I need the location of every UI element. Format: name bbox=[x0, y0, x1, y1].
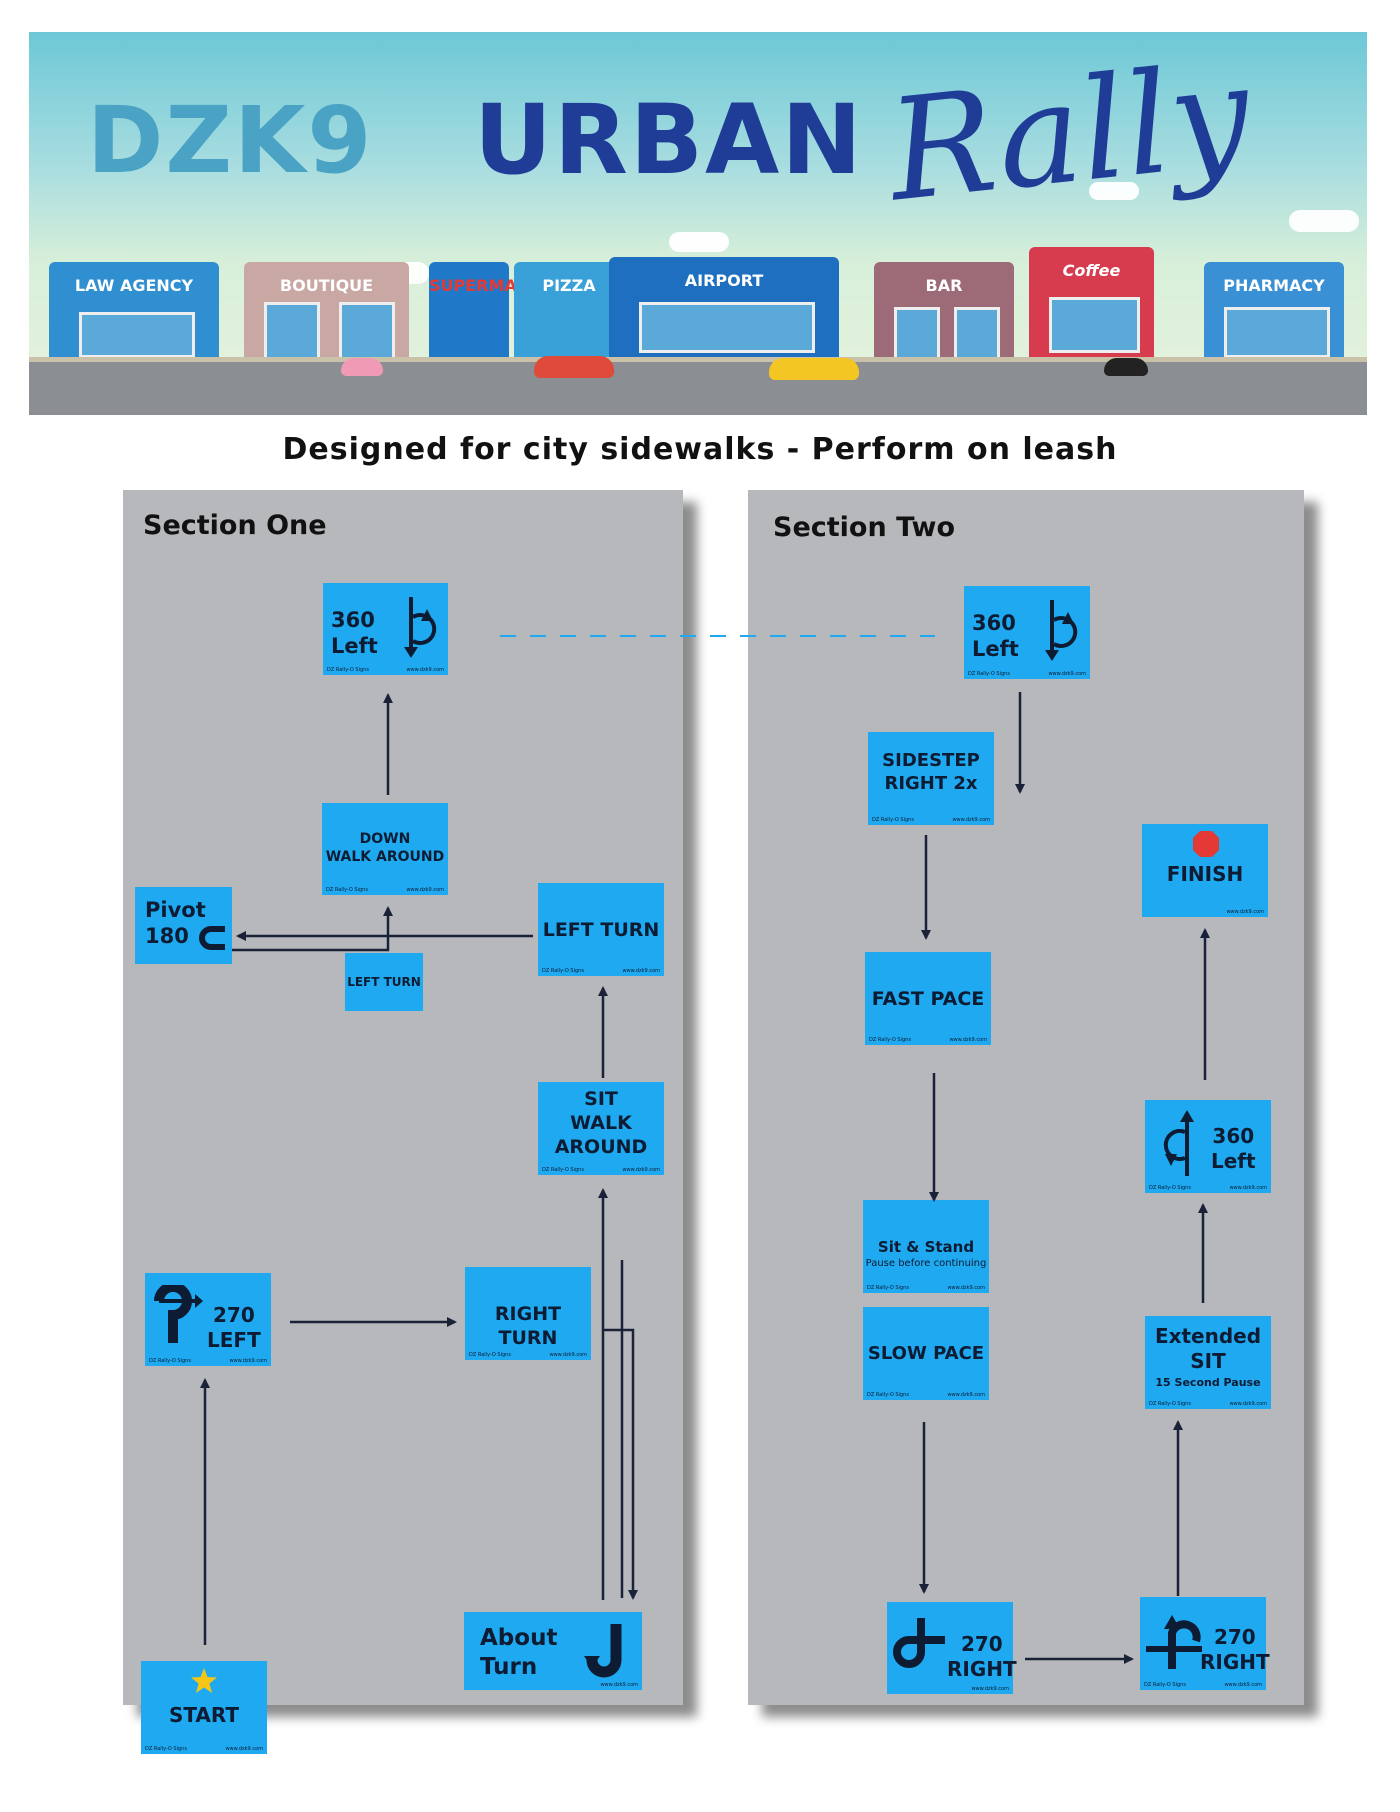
cloud-decoration bbox=[1089, 182, 1139, 200]
arrow-right-turn-to-about bbox=[603, 1328, 638, 1600]
cloud-decoration bbox=[669, 232, 729, 252]
brand-title: DZK9 bbox=[87, 87, 374, 194]
turn-270-right-icon bbox=[1146, 1615, 1202, 1669]
motorbike bbox=[1104, 358, 1148, 376]
section-one-title: Section One bbox=[143, 510, 327, 541]
star-icon bbox=[191, 1668, 217, 1693]
subtitle: Designed for city sidewalks - Perform on… bbox=[282, 432, 1118, 467]
cloud-decoration bbox=[1289, 210, 1359, 232]
sign-left-turn-small: LEFT TURN bbox=[345, 953, 423, 1011]
arrow-pivot-to-down bbox=[232, 906, 393, 952]
shop-pizza: PIZZA bbox=[514, 262, 624, 362]
shop-pharmacy: PHARMACY bbox=[1204, 262, 1344, 362]
red-car bbox=[534, 356, 614, 378]
sidewalk bbox=[29, 357, 1367, 365]
taxi-car bbox=[769, 358, 859, 380]
shop-boutique: BOUTIQUE bbox=[244, 262, 409, 363]
turn-270-left-icon bbox=[154, 1285, 203, 1343]
stop-octagon-icon bbox=[1193, 831, 1219, 857]
section-two-title: Section Two bbox=[773, 512, 956, 543]
sign-finish: FINISH www.dzk9.com bbox=[1142, 824, 1268, 917]
section-two-panel bbox=[748, 490, 1304, 1705]
turn-270-right-icon bbox=[893, 1618, 945, 1668]
shop-coffee: Coffee bbox=[1029, 247, 1154, 362]
shop-bar: BAR bbox=[874, 262, 1014, 363]
rotate-360-icon bbox=[1045, 600, 1078, 661]
pivot-180-icon bbox=[199, 926, 225, 950]
sign-sit-stand: Sit & Stand Pause before continuing DZ R… bbox=[863, 1200, 989, 1293]
scooter bbox=[341, 358, 383, 376]
urban-title: URBAN bbox=[474, 84, 864, 196]
header-banner: DZK9 URBAN Rally LAW AGENCY BOUTIQUE SUP… bbox=[29, 32, 1367, 415]
about-turn-icon bbox=[584, 1624, 622, 1678]
rotate-360-icon bbox=[1163, 1110, 1194, 1176]
rotate-360-icon bbox=[404, 597, 437, 658]
shop-airport: AIRPORT bbox=[609, 257, 839, 362]
shop-law-agency: LAW AGENCY bbox=[49, 262, 219, 362]
shop-supermarket: SUPERMARKET bbox=[429, 262, 563, 362]
